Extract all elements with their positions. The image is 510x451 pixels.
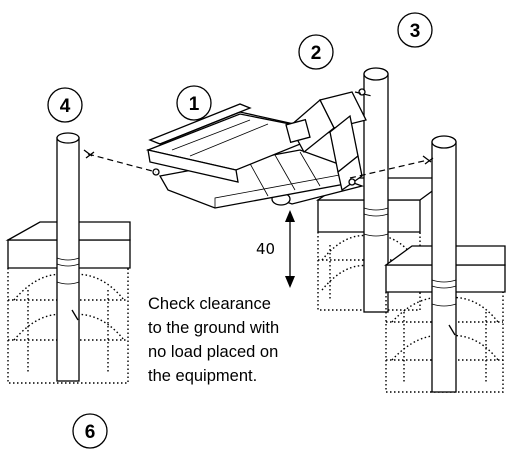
callout-3: 3 xyxy=(397,12,433,48)
right-front-post xyxy=(431,135,457,393)
clearance-dimension: 40 xyxy=(256,210,295,288)
callout-3-label: 3 xyxy=(410,21,421,42)
note-line-3: no load placed on xyxy=(148,343,278,361)
tilting-equipment xyxy=(145,88,367,209)
right-back-post xyxy=(363,67,389,313)
note-line-1: Check clearance xyxy=(148,295,271,313)
callout-6: 6 xyxy=(72,413,108,449)
left-post xyxy=(56,132,80,382)
callout-1-label: 1 xyxy=(189,94,200,115)
callout-4-label: 4 xyxy=(60,96,71,117)
clearance-note: Check clearance to the ground with no lo… xyxy=(148,295,279,385)
callout-6-label: 6 xyxy=(85,422,96,443)
note-line-4: the equipment. xyxy=(148,367,257,385)
note-line-2: to the ground with xyxy=(148,319,279,337)
callout-1: 1 xyxy=(176,85,212,121)
callout-4: 4 xyxy=(47,87,83,123)
dimension-value: 40 xyxy=(256,240,275,258)
assembly-lines xyxy=(83,91,434,179)
callout-2-label: 2 xyxy=(311,43,322,64)
callout-2: 2 xyxy=(298,34,334,70)
left-foundation xyxy=(5,221,131,384)
